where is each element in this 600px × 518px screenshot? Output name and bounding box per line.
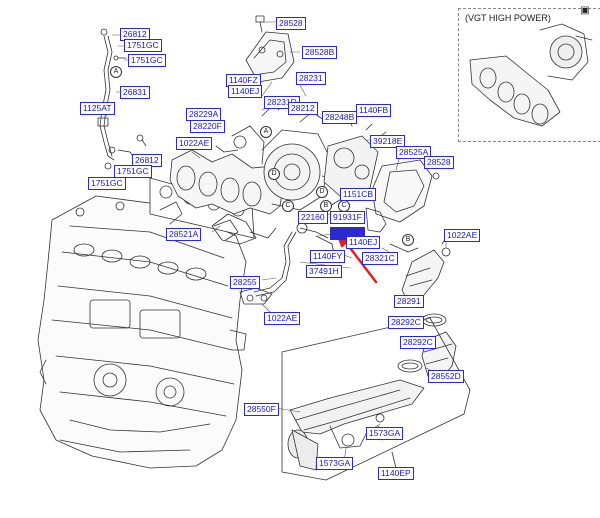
part-label[interactable]: 28521A [166, 228, 202, 241]
part-label[interactable]: 1151CB [340, 188, 377, 201]
part-label[interactable]: 28550F [244, 403, 279, 416]
part-label[interactable]: 22160 [298, 211, 328, 224]
turbocharger-drawing [215, 99, 347, 211]
callout-circle-a: A [110, 66, 122, 78]
part-label[interactable]: 1751GC [88, 177, 126, 190]
part-label[interactable]: 1573GA [366, 427, 404, 440]
part-label[interactable]: 1125AT [80, 102, 115, 115]
part-label[interactable]: 37491H [306, 265, 342, 278]
part-label[interactable]: 1022AE [444, 229, 481, 242]
part-label[interactable]: 28291 [394, 295, 424, 308]
part-label[interactable]: 28528B [302, 46, 338, 59]
part-label[interactable]: 1751GC [114, 165, 152, 178]
part-label[interactable]: 28525A [396, 146, 432, 159]
part-label[interactable]: 28528 [424, 156, 454, 169]
callout-circle-a: A [260, 126, 272, 138]
exhaust-manifold-drawing [169, 149, 285, 245]
part-label[interactable]: 28321C [362, 252, 398, 265]
inset-turbo-drawing [469, 23, 593, 127]
part-label[interactable]: 1751GC [124, 39, 162, 52]
part-label[interactable]: 26831 [120, 86, 150, 99]
part-label[interactable]: 28231 [296, 72, 326, 85]
part-label[interactable]: 28220F [190, 120, 225, 133]
part-label[interactable]: 1140FY [310, 250, 346, 263]
callout-circle-c: C [282, 200, 294, 212]
part-label[interactable]: 28292C [400, 336, 436, 349]
part-label[interactable]: 1140EP [378, 467, 414, 480]
callout-circle-d: D [316, 186, 328, 198]
pipe-assembly-drawing [281, 317, 471, 481]
inset-panel: (VGT HIGH POWER) [458, 8, 600, 142]
hose-drawing [397, 237, 457, 381]
part-label[interactable]: 1022AE [264, 312, 301, 325]
callout-circle-b: B [402, 234, 414, 246]
part-label[interactable]: 1751GC [128, 54, 166, 67]
callout-circle-d: D [268, 168, 280, 180]
part-label[interactable]: 26812 [120, 28, 150, 41]
sensor-harness-drawing [97, 28, 147, 170]
camera-icon[interactable]: ▣ [580, 5, 590, 16]
part-label[interactable]: 1140FB [356, 104, 392, 117]
part-label[interactable]: 1573GA [316, 457, 354, 470]
heat-shield-right-drawing [371, 159, 440, 223]
part-label[interactable]: 28248B [322, 111, 358, 124]
part-label[interactable]: 28552D [428, 370, 464, 383]
part-label[interactable]: 28255 [230, 276, 260, 289]
part-label[interactable]: 1140EJ [346, 236, 381, 249]
callout-circle-b: B [320, 200, 332, 212]
part-label[interactable]: 28528 [276, 17, 306, 30]
inset-title: (VGT HIGH POWER) [465, 13, 551, 23]
part-label[interactable]: 91931F [330, 211, 365, 224]
part-label[interactable]: 39218E [370, 135, 406, 148]
part-label[interactable]: 1022AE [176, 137, 213, 150]
part-label[interactable]: 28292C [388, 316, 424, 329]
part-label[interactable]: 1140EJ [228, 85, 263, 98]
engine-block-drawing [37, 195, 247, 469]
part-label[interactable]: 28212 [288, 102, 318, 115]
